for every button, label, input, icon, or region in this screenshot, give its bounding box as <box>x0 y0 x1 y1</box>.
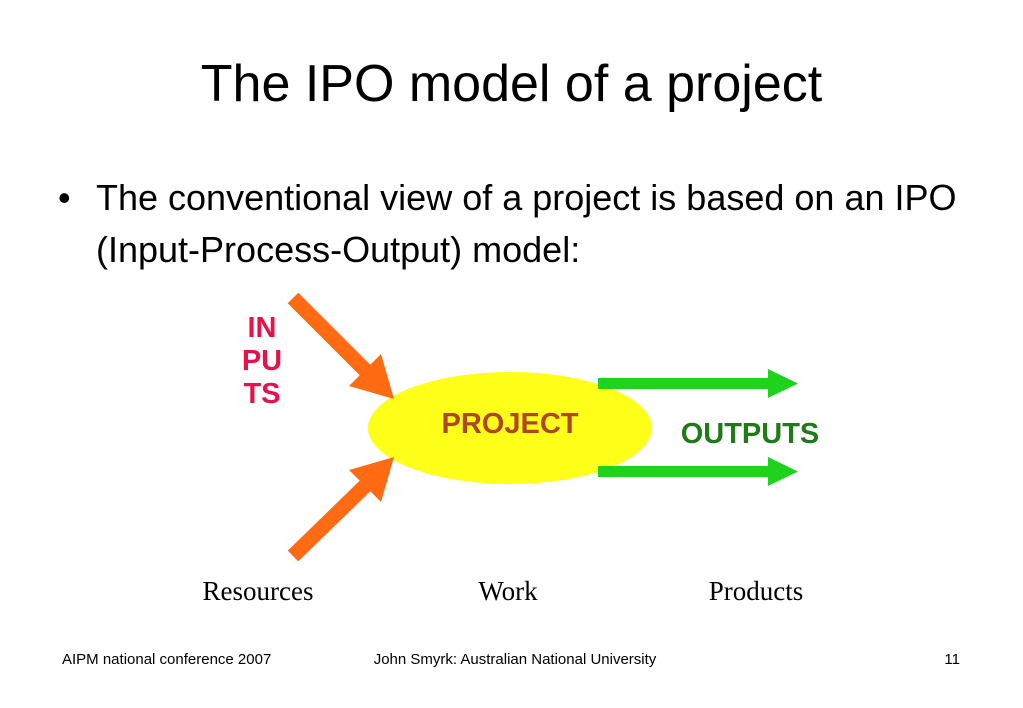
output-arrow-top <box>598 369 798 398</box>
bullet-dot: • <box>58 177 71 218</box>
input-arrow-top <box>287 292 394 399</box>
output-arrow-bottom <box>598 457 798 486</box>
footer-author: John Smyrk: Australian National Universi… <box>373 651 657 668</box>
bullet-text: The conventional view of a project is ba… <box>96 177 957 270</box>
page-number: 11 <box>944 651 960 668</box>
slide-title: The IPO model of a project <box>200 55 823 113</box>
inputs-label: INPUTS <box>241 312 283 410</box>
caption-resources: Resources <box>202 576 314 606</box>
footer-conference: AIPM national conference 2007 <box>62 651 272 668</box>
caption-work: Work <box>478 576 538 606</box>
project-ellipse <box>368 372 652 484</box>
outputs-label: OUTPUTS <box>680 418 820 450</box>
caption-products: Products <box>708 576 804 606</box>
input-arrow-bottom <box>287 457 394 562</box>
project-label: PROJECT <box>441 408 579 440</box>
